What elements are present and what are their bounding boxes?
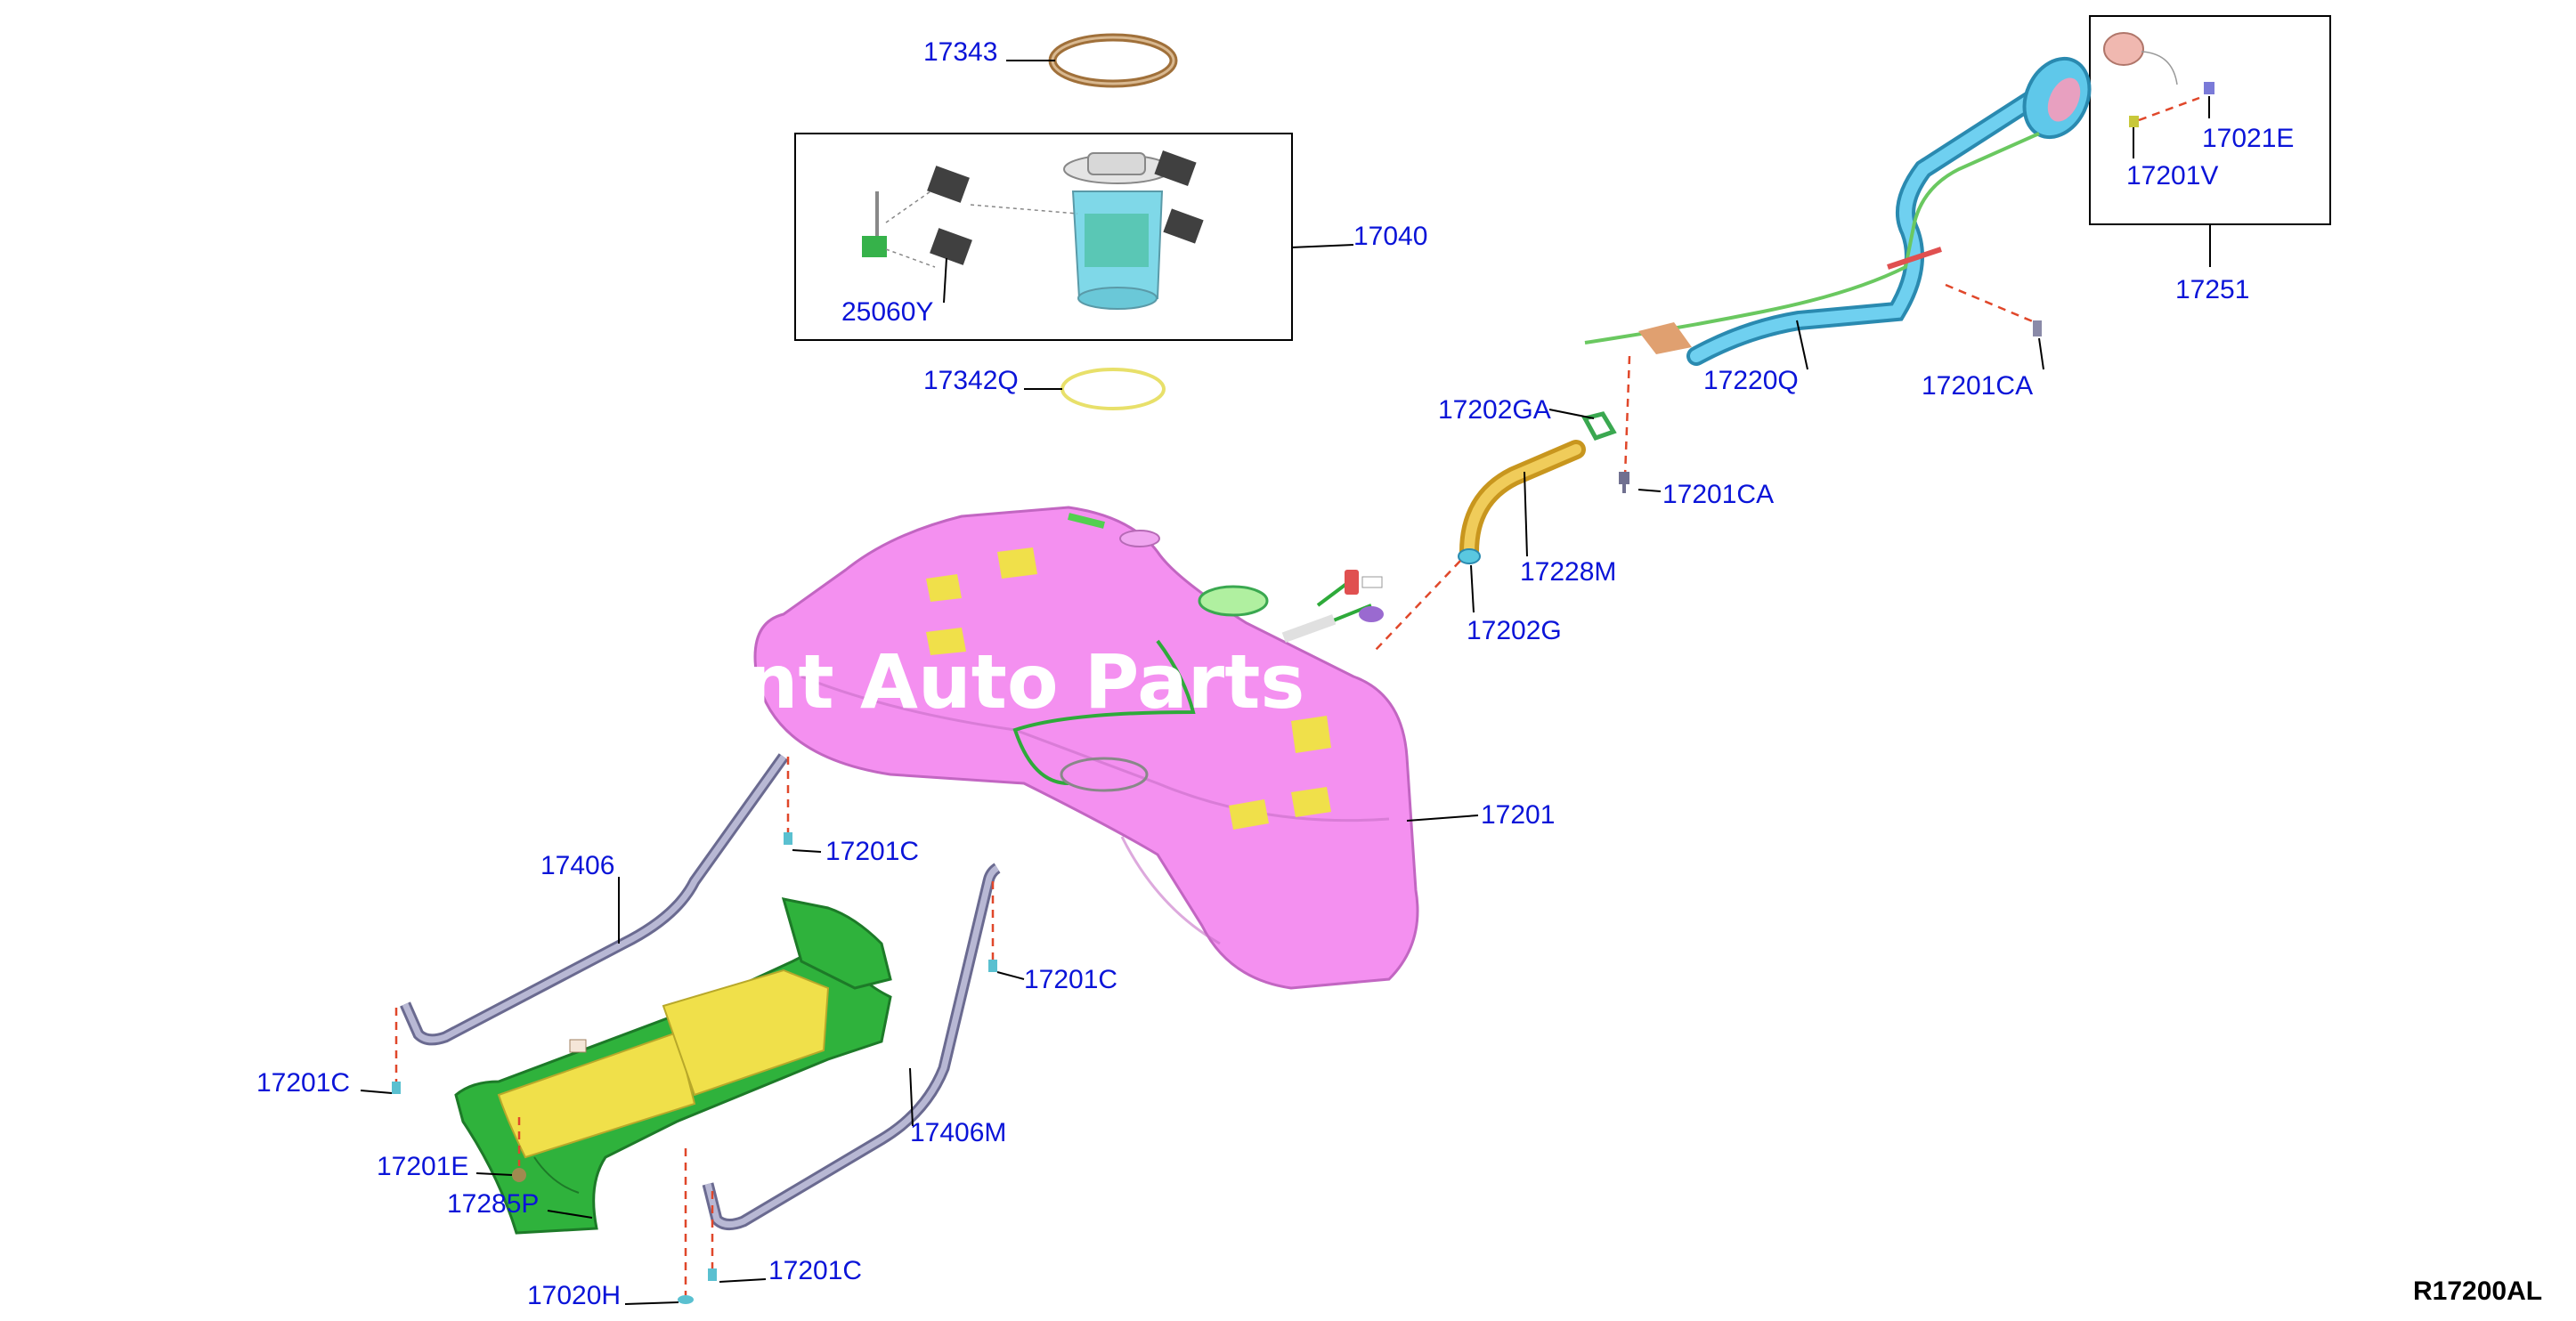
lock-ring-17343[interactable] <box>1048 33 1178 88</box>
callout-17285p[interactable]: 17285P <box>447 1189 539 1219</box>
callout-17251[interactable]: 17251 <box>2175 275 2249 304</box>
callout-17201c-c[interactable]: 17201C <box>256 1068 350 1098</box>
guide-17201ca-b <box>1945 283 2036 324</box>
leader-lines <box>360 60 2211 1305</box>
diagram-ref-code: R17200AL <box>2413 1276 2542 1306</box>
pump-kit-frame <box>794 133 1293 341</box>
callout-17201c-b[interactable]: 17201C <box>1024 965 1117 994</box>
tank-strap-17406[interactable] <box>400 753 789 1046</box>
bolt-17201c-a[interactable] <box>784 832 792 845</box>
fuel-pump-module[interactable] <box>862 150 1204 310</box>
callout-17020h[interactable]: 17020H <box>527 1281 621 1310</box>
nut-17201e[interactable] <box>512 1168 526 1182</box>
callout-17040[interactable]: 17040 <box>1353 222 1427 251</box>
callout-17201ca-a[interactable]: 17201CA <box>1662 480 1774 509</box>
callout-17021e[interactable]: 17021E <box>2202 124 2294 153</box>
callout-17220q[interactable]: 17220Q <box>1703 366 1799 395</box>
filler-cap[interactable] <box>2103 32 2214 127</box>
bolt-17201c-c[interactable] <box>392 1082 401 1094</box>
callout-17202ga[interactable]: 17202GA <box>1438 395 1551 425</box>
callout-17201c-d[interactable]: 17201C <box>768 1256 862 1285</box>
gasket-17202ga[interactable] <box>1581 411 1617 442</box>
callout-17228m[interactable]: 17228M <box>1520 557 1616 587</box>
bolt-17201c-b[interactable] <box>988 960 997 972</box>
bolt-17201ca[interactable] <box>1619 472 1629 493</box>
callout-17201v[interactable]: 17201V <box>2126 161 2218 190</box>
callout-17343[interactable]: 17343 <box>923 37 997 67</box>
callout-17201c-a[interactable]: 17201C <box>825 837 919 866</box>
tank-strap-17406m[interactable] <box>702 863 1001 1230</box>
o-ring-17342q[interactable] <box>1060 368 1166 410</box>
callout-17406m[interactable]: 17406M <box>910 1118 1006 1147</box>
fuel-tank[interactable] <box>753 506 1419 990</box>
callout-25060y[interactable]: 25060Y <box>841 297 933 327</box>
callout-17201e[interactable]: 17201E <box>377 1152 468 1181</box>
bolt-17201c-d[interactable] <box>708 1268 717 1281</box>
clip-17020h[interactable] <box>678 1295 694 1304</box>
callout-17201[interactable]: 17201 <box>1481 800 1555 830</box>
callout-17201ca-b[interactable]: 17201CA <box>1922 371 2033 401</box>
callout-17406[interactable]: 17406 <box>540 851 614 880</box>
clamp-17202g[interactable] <box>1458 548 1481 564</box>
guide-17201ca-a <box>1623 355 1631 477</box>
watermark: ant Auto Parts <box>695 638 1304 725</box>
filler-pipe[interactable] <box>1584 48 2101 366</box>
heat-shield-17285p[interactable] <box>454 897 892 1235</box>
guide-17202g <box>1375 560 1461 651</box>
callout-17202g[interactable]: 17202G <box>1467 616 1562 645</box>
callout-17342q[interactable]: 17342Q <box>923 366 1019 395</box>
